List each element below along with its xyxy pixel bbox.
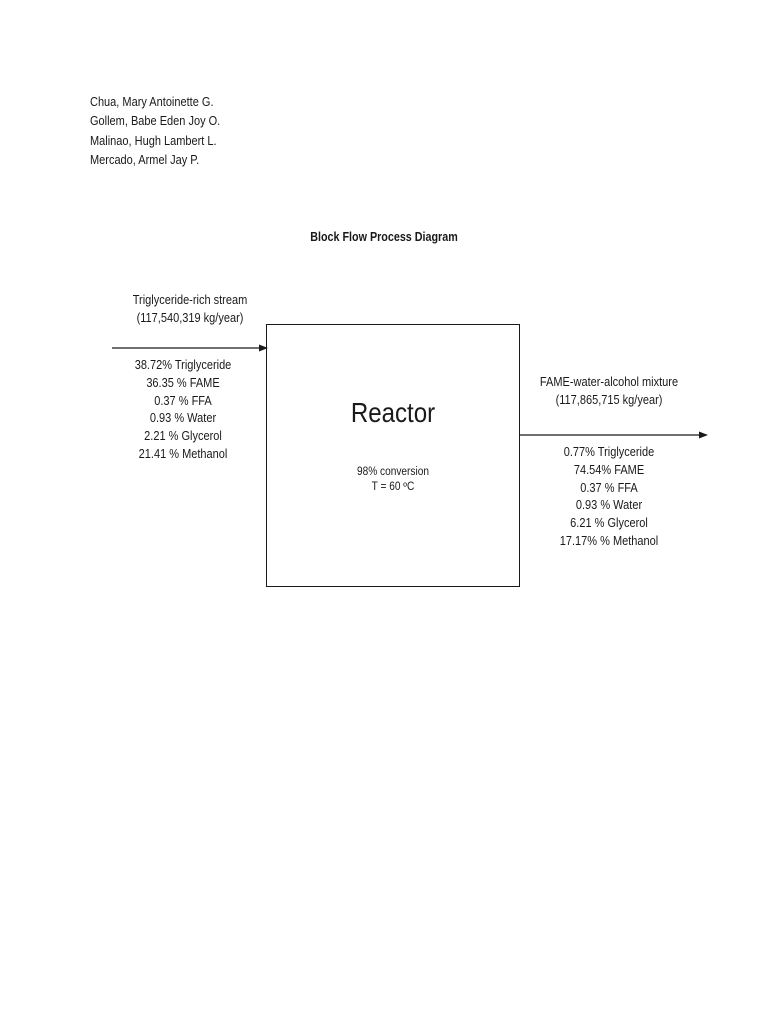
reactor-temperature: T = 60 ºC [371,481,415,493]
composition-item: 0.77% Triglyceride [563,445,655,459]
composition-item: 2.21 % Glycerol [144,429,222,444]
outlet-arrow [520,431,708,439]
inlet-composition-list: 38.72% Triglyceride 36.35 % FAME 0.37 % … [95,357,271,464]
author-list: Chua, Mary Antoinette G. Gollem, Babe Ed… [90,93,220,170]
composition-item: 38.72% Triglyceride [134,358,232,372]
composition-item: 74.54% FAME [573,462,645,477]
reactor-block: Reactor 98% conversion T = 60 ºC [266,324,520,587]
composition-item: 0.93 % Water [575,498,643,513]
reactor-label: Reactor [350,397,436,428]
author-name: Chua, Mary Antoinette G. [90,95,214,109]
reactor-conditions: 98% conversion T = 60 ºC [282,465,504,495]
composition-item: 21.41 % Methanol [138,446,228,461]
composition-item: 6.21 % Glycerol [570,516,648,531]
author-name: Gollem, Babe Eden Joy O. [90,114,221,129]
outlet-composition-list: 0.77% Triglyceride 74.54% FAME 0.37 % FF… [521,444,697,551]
inlet-stream-name: Triglyceride-rich stream [132,293,248,307]
inlet-stream-flow: (117,540,319 kg/year) [136,310,244,325]
composition-item: 0.37 % FFA [580,480,638,495]
composition-item: 17.17% % Methanol [559,533,659,548]
outlet-stream-label: FAME-water-alcohol mixture (117,865,715 … [521,374,697,409]
composition-item: 36.35 % FAME [146,375,220,390]
diagram-title: Block Flow Process Diagram [310,230,458,244]
inlet-stream-label: Triglyceride-rich stream (117,540,319 kg… [102,292,278,327]
inlet-arrow [112,344,268,352]
outlet-stream-flow: (117,865,715 kg/year) [555,392,663,407]
outlet-stream-name: FAME-water-alcohol mixture [539,375,679,389]
composition-item: 0.37 % FFA [154,393,212,408]
composition-item: 0.93 % Water [149,411,217,426]
author-name: Malinao, Hugh Lambert L. [90,133,217,148]
reactor-conversion: 98% conversion [356,466,429,478]
author-name: Mercado, Armel Jay P. [90,152,200,167]
